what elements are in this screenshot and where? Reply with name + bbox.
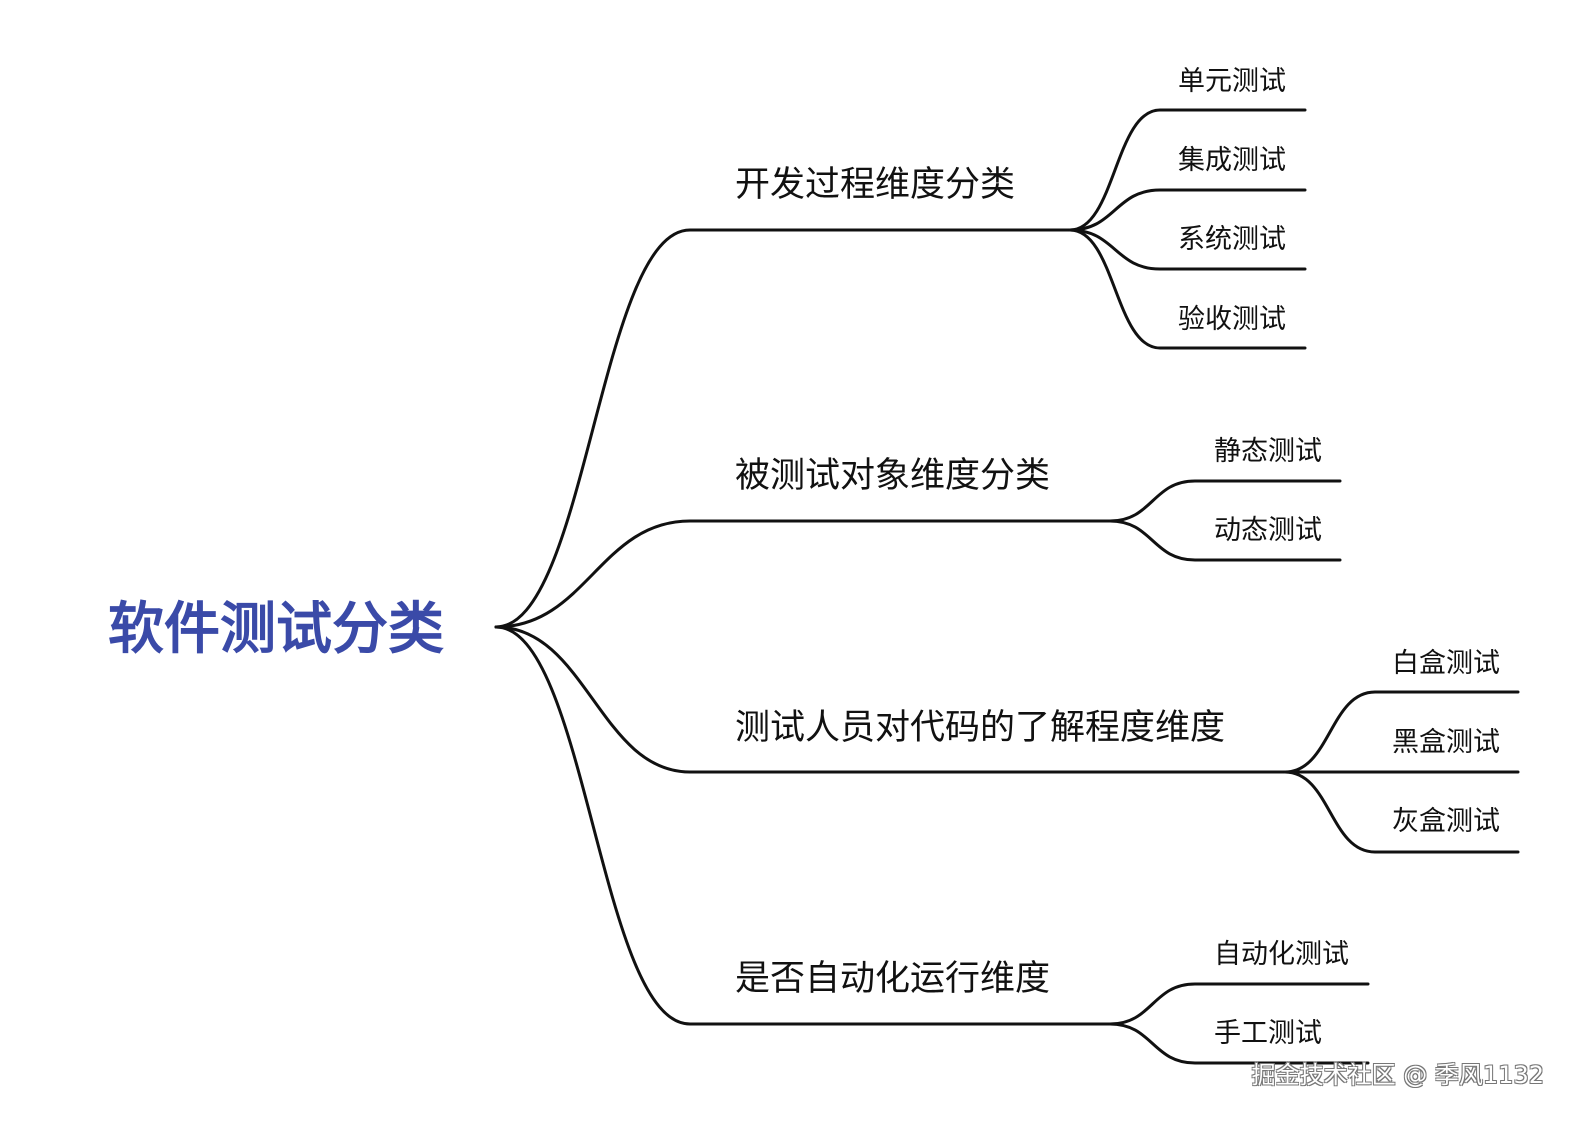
leaf-label-unit-test: 单元测试 — [1178, 66, 1286, 97]
leaf-connector-0-3 — [1068, 228, 1307, 350]
leaf-connector-3-0 — [1108, 982, 1370, 1026]
branch-label-test-object: 被测试对象维度分类 — [735, 456, 1050, 496]
leaf-label-manual-test: 手工测试 — [1214, 1018, 1322, 1049]
branch-label-automation: 是否自动化运行维度 — [735, 959, 1050, 999]
branch-connector-2 — [494, 625, 692, 774]
branch-label-development-process: 开发过程维度分类 — [735, 165, 1015, 205]
leaf-label-automated-test: 自动化测试 — [1214, 939, 1349, 970]
leaf-connector-3-1 — [1108, 1022, 1370, 1065]
leaf-label-static-test: 静态测试 — [1214, 436, 1322, 467]
leaf-connector-0-1 — [1068, 188, 1307, 232]
leaf-connector-1-1 — [1108, 519, 1342, 562]
branch-connector-3 — [494, 625, 692, 1026]
leaf-connector-2-2 — [1283, 770, 1520, 854]
branch-connector-0 — [494, 228, 692, 629]
branch-connector-1 — [494, 519, 692, 629]
leaf-label-system-test: 系统测试 — [1178, 224, 1286, 255]
leaf-label-dynamic-test: 动态测试 — [1214, 515, 1322, 546]
leaf-connector-0-2 — [1068, 228, 1307, 271]
branch-label-code-knowledge: 测试人员对代码的了解程度维度 — [735, 708, 1225, 748]
leaf-connector-1-0 — [1108, 479, 1342, 523]
leaf-label-acceptance-test: 验收测试 — [1178, 304, 1286, 335]
watermark: 掘金技术社区 @ 季风1132 — [1251, 1061, 1544, 1089]
leaf-label-integration-test: 集成测试 — [1178, 145, 1286, 176]
root-node-label: 软件测试分类 — [108, 597, 444, 662]
leaf-connector-2-0 — [1283, 690, 1520, 774]
leaf-label-white-box-test: 白盒测试 — [1392, 648, 1500, 679]
leaf-connector-0-0 — [1068, 108, 1307, 232]
leaf-label-gray-box-test: 灰盒测试 — [1392, 806, 1500, 837]
leaf-label-black-box-test: 黑盒测试 — [1392, 727, 1500, 758]
connector-lines — [494, 108, 1520, 1065]
